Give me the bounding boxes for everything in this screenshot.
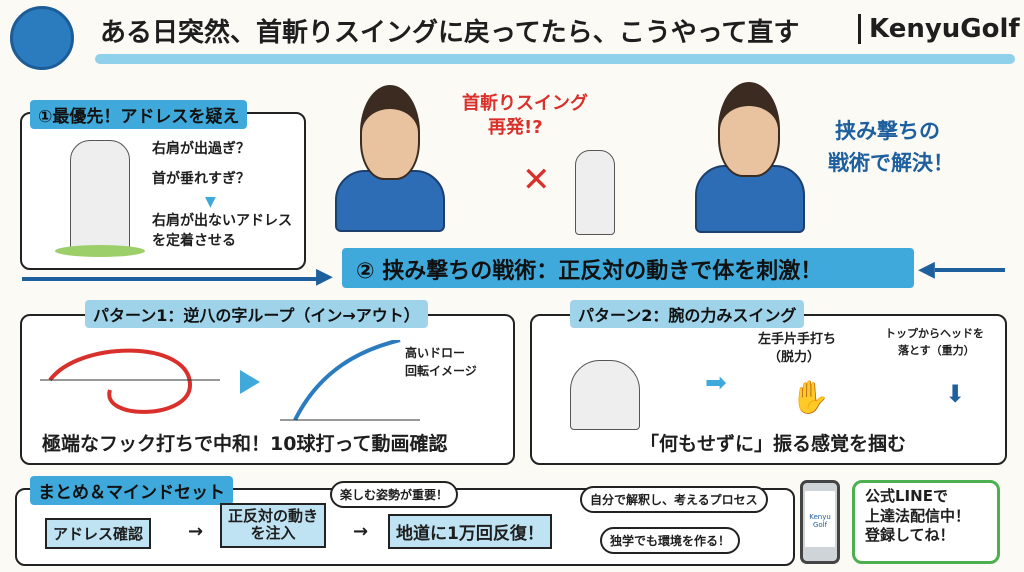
pattern2-label: パターン2：腕の力みスイング xyxy=(570,300,805,328)
right-arrow-icon: ➡ xyxy=(705,368,727,398)
problem-text-1: 首斬りスイング xyxy=(462,93,588,114)
summary-label: まとめ＆マインドセット xyxy=(30,476,233,505)
pattern1-section xyxy=(20,314,515,465)
pattern2-section xyxy=(530,314,1007,465)
strategy-banner: ② 挟み撃ちの戦術：正反対の動きで体を刺激！ xyxy=(342,248,914,288)
drop-text-2: 落とす（重力） xyxy=(898,344,975,357)
smartphone-icon: Kenyu Golf xyxy=(800,480,840,564)
one-hand-text-1: 左手片手打ち xyxy=(758,332,837,347)
page-title: ある日突然、首斬りスイングに戻ってたら、こうやって直す xyxy=(100,18,800,48)
down-arrow-icon: ⬇ xyxy=(945,380,966,408)
bubble-enjoy: 楽しむ姿勢が重要！ xyxy=(330,481,459,508)
smiling-man-face xyxy=(718,82,780,177)
step-repeat: 地道に1万回反復！ xyxy=(388,514,552,549)
reverse-eight-loop-icon xyxy=(48,348,193,414)
worried-man-shirt xyxy=(335,170,445,232)
line-promo-1: 公式LINEで xyxy=(865,487,948,505)
loop-diagram xyxy=(40,340,420,421)
address-answer-1: 右肩が出ないアドレス xyxy=(152,213,292,229)
question-right-shoulder: 右肩が出過ぎ？ xyxy=(152,141,250,157)
question-neck: 首が垂れすぎ？ xyxy=(152,171,250,187)
arrow-head-icon: ▶ xyxy=(316,264,333,289)
problem-text-2: 再発!? xyxy=(488,117,543,138)
solution-text-1: 挟み撃ちの xyxy=(835,119,940,143)
pattern1-caption: 極端なフック打ちで中和！10球打って動画確認 xyxy=(42,433,448,455)
one-hand-text-2: （脱力） xyxy=(768,350,821,365)
golfer-address-illustration xyxy=(70,140,130,250)
down-arrow-icon: ▼ xyxy=(205,194,216,210)
relaxed-hand-icon: ✋ xyxy=(790,378,830,416)
left-arrow-icon xyxy=(935,268,1005,272)
brand-logo-icon xyxy=(10,6,74,70)
grass-icon xyxy=(55,245,145,257)
step-opposite-motion: 正反対の動きを注入 xyxy=(220,503,327,548)
step-arrow: → xyxy=(353,521,369,542)
draw-trajectory-icon xyxy=(293,340,401,421)
brand-name: KenyuGolf xyxy=(858,14,1020,44)
bubble-environment: 独学でも環境を作る！ xyxy=(600,527,741,554)
step-opposite-line1: 正反対の動き xyxy=(228,507,319,525)
worried-man-face xyxy=(360,85,420,180)
right-arrow-icon xyxy=(22,277,322,281)
solution-text-2: 戦術で解決！ xyxy=(828,151,954,175)
title-underline xyxy=(95,54,1015,64)
cross-mark-icon: ✕ xyxy=(522,160,551,200)
draw-note-2: 回転イメージ xyxy=(405,364,477,378)
bubble-interpret: 自分で解釈し、考えるプロセス xyxy=(580,486,768,513)
left-arrow-head-icon: ◀ xyxy=(918,257,935,282)
draw-note-1: 高いドロー xyxy=(405,346,466,360)
line-promo-2: 上達法配信中！ xyxy=(865,506,971,525)
address-answer-2: を定着させる xyxy=(152,233,236,249)
pattern1-label: パターン1：逆八の字ループ（イン→アウト） xyxy=(85,300,428,328)
step-arrow: → xyxy=(188,521,204,542)
pattern2-caption: 「何もせずに」振る感覚を掴む xyxy=(640,433,907,455)
address-section-label: ①最優先！アドレスを疑え xyxy=(30,100,248,129)
right-arrow-icon xyxy=(240,370,260,394)
golfer-top-illustration xyxy=(570,360,640,430)
line-promo-bubble[interactable]: 公式LINEで 上達法配信中！ 登録してね！ xyxy=(852,480,1000,564)
phone-logo: Kenyu Golf xyxy=(805,491,835,547)
step-opposite-line2: を注入 xyxy=(250,524,296,543)
line-promo-3: 登録してね！ xyxy=(865,526,955,544)
drop-text-1: トップからヘッドを xyxy=(885,327,984,340)
step-address-check: アドレス確認 xyxy=(45,518,152,549)
golfer-swing-illustration xyxy=(575,150,615,235)
